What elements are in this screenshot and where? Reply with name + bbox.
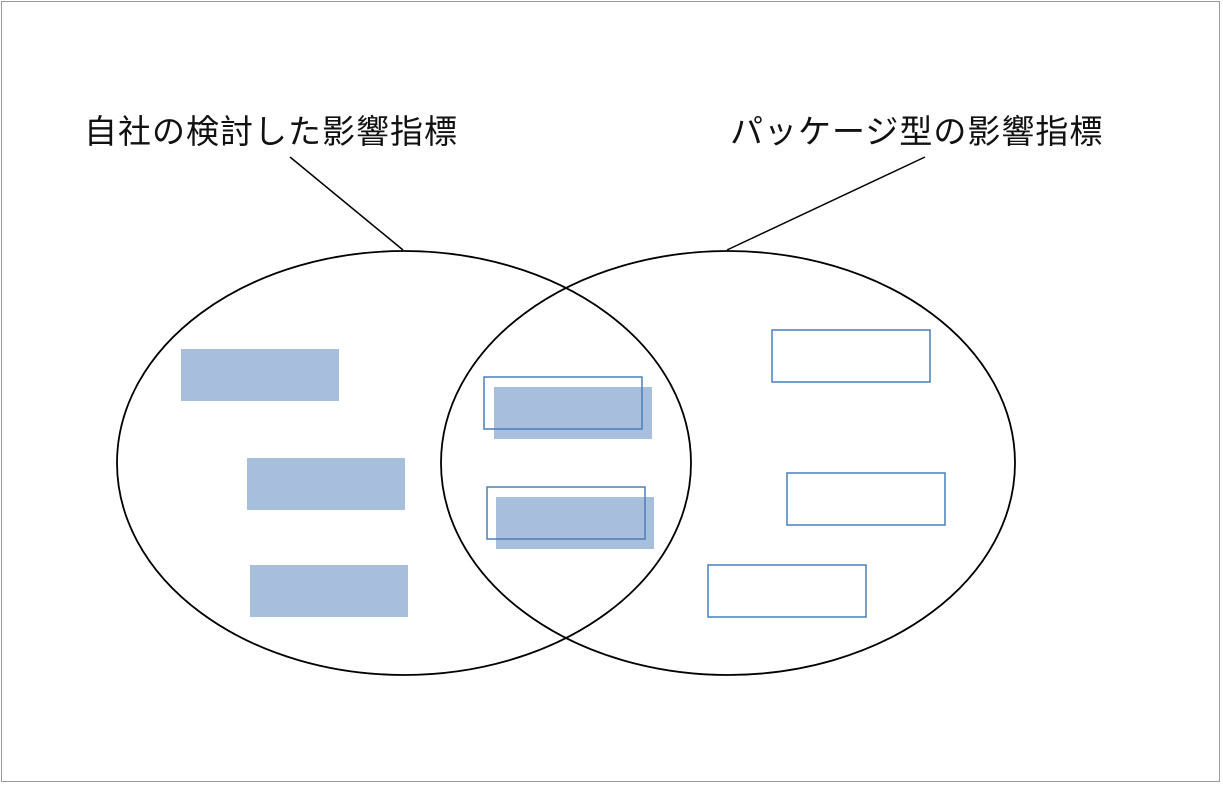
- own-indicator-box: [250, 565, 408, 617]
- shared-indicator-fill: [494, 387, 652, 439]
- right-set-label: パッケージ型の影響指標: [730, 112, 1104, 151]
- package-indicator-box: [707, 564, 867, 618]
- left-set-label: 自社の検討した影響指標: [84, 112, 458, 151]
- package-indicator-box: [786, 472, 946, 526]
- shared-indicator-outline: [483, 376, 643, 430]
- shared-indicator-fill: [496, 497, 654, 549]
- own-indicators-ellipse: [116, 250, 692, 676]
- package-indicator-box: [771, 329, 931, 383]
- shared-indicator-outline: [486, 486, 646, 540]
- package-indicators-ellipse: [440, 250, 1016, 676]
- right-label-leader-line: [726, 156, 926, 251]
- own-indicator-box: [247, 458, 405, 510]
- own-indicator-box: [181, 349, 339, 401]
- left-label-leader-line: [289, 156, 404, 251]
